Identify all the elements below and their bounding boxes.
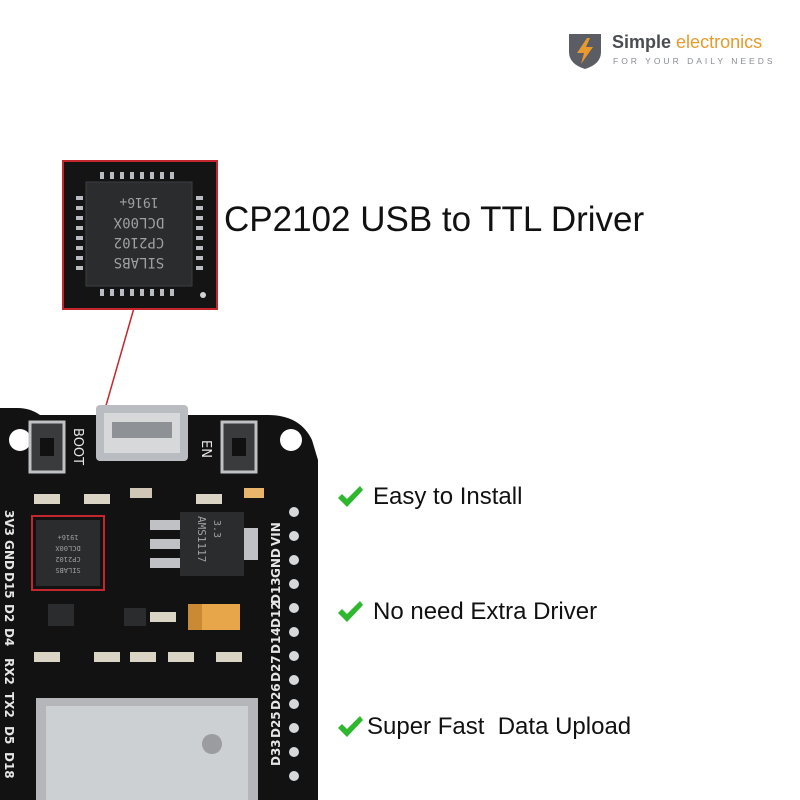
left-pin-label-9: D18	[2, 752, 16, 779]
feature-item-2: No need Extra Driver	[335, 595, 597, 629]
right-pin-label-9: D33	[269, 739, 283, 766]
svg-text:SILABS: SILABS	[55, 566, 80, 574]
chip-marking-4: 1916+	[119, 194, 158, 209]
check-icon	[338, 601, 363, 622]
right-pin-label-7: D26	[269, 683, 283, 710]
left-pin-label-5: D4	[2, 628, 16, 646]
chip-highlight-box	[31, 515, 105, 591]
chip-zoom-inset: SILABS CP2102 DCL00X 1916+	[62, 160, 218, 310]
left-pin-label-1: 3V3	[2, 510, 16, 536]
check-icon	[338, 716, 363, 737]
brand-name: Simple electronics	[612, 31, 762, 53]
right-pin-label-2: GND	[269, 548, 283, 578]
svg-text:3.3: 3.3	[211, 520, 222, 538]
left-pin-label-6: RX2	[2, 658, 16, 685]
chip-marking-1: SILABS	[114, 254, 165, 270]
brand-name-part1: Simple	[612, 32, 672, 52]
chip-marking-3: DCL00X	[113, 214, 164, 230]
esp32-board: BOOT EN SILABS CP2102 DCL00X 1916+ AMS11…	[0, 405, 318, 800]
left-pin-label-3: D15	[2, 572, 16, 599]
left-pin-label-8: D5	[2, 726, 16, 744]
regulator-marking: AMS1117	[195, 516, 208, 562]
shield-bolt-icon	[569, 34, 601, 69]
chip-body	[85, 181, 193, 287]
right-pin-label-5: D14	[269, 627, 283, 654]
chip-marking-2: CP2102	[114, 234, 165, 250]
brand-logo: Simple electronics FOR YOUR DAILY NEEDS	[566, 28, 781, 74]
left-pin-label-7: TX2	[2, 692, 16, 718]
boot-label: BOOT	[70, 428, 85, 465]
right-pin-label-6: D27	[269, 655, 283, 682]
right-pin-label-1: VIN	[269, 522, 283, 546]
svg-text:1916+: 1916+	[57, 533, 78, 541]
chip-pins	[76, 172, 203, 296]
en-label: EN	[198, 440, 213, 458]
left-pin-label-4: D2	[2, 604, 16, 622]
brand-tagline: FOR YOUR DAILY NEEDS	[613, 56, 776, 66]
right-pin-label-8: D25	[269, 711, 283, 738]
svg-text:DCL00X: DCL00X	[55, 544, 81, 552]
headline: CP2102 USB to TTL Driver	[224, 200, 645, 239]
check-icon	[338, 486, 363, 507]
brand-name-part2: electronics	[676, 32, 763, 52]
feature-label-3: Super Fast Data Upload	[367, 713, 632, 740]
right-pin-label-4: D12	[269, 601, 283, 628]
left-pin-label-2: GND	[2, 540, 16, 570]
feature-label-2: No need Extra Driver	[373, 598, 598, 625]
feature-item-3: Super Fast Data Upload	[335, 710, 631, 744]
feature-label-1: Easy to Install	[373, 483, 523, 510]
right-pin-label-3: D13	[269, 577, 283, 604]
feature-item-1: Easy to Install	[335, 480, 522, 514]
svg-text:CP2102: CP2102	[55, 555, 80, 563]
